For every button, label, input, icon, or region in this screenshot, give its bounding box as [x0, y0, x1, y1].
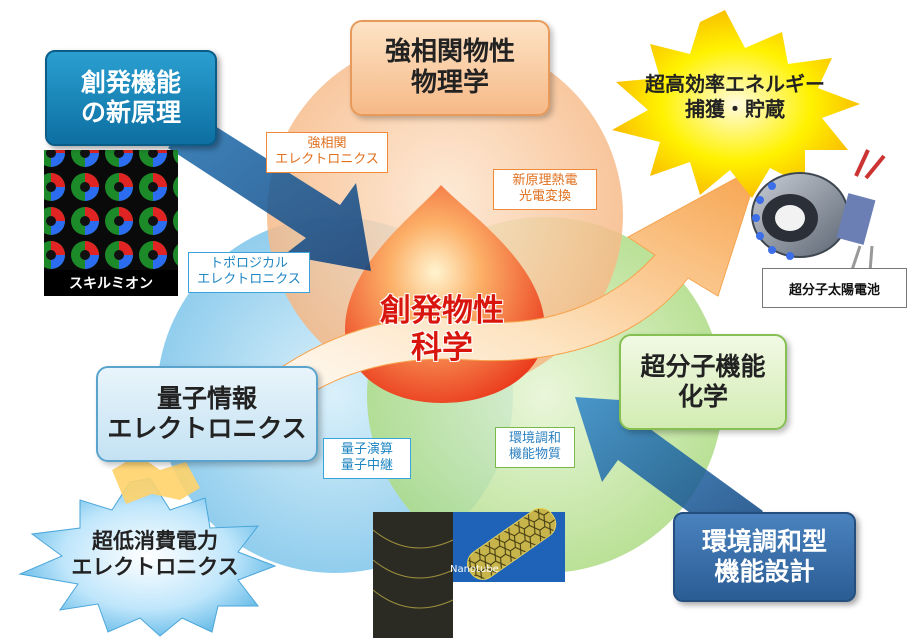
box-emergent-function-principle: 創発機能 の新原理 — [45, 50, 217, 146]
tag-strong-corr-line2: エレクトロニクス — [275, 152, 379, 168]
nanotube-mesh — [372, 529, 454, 609]
nanotube-tube — [467, 507, 557, 580]
solar-cell-graphic — [751, 149, 886, 273]
tag-strong-correlation-electronics: 強相関 エレクトロニクス — [266, 132, 388, 173]
tag-thermoelectric-conversion: 新原理熱電 光電変換 — [493, 169, 597, 210]
box-top-line2: 物理学 — [410, 68, 489, 98]
energy-burst-text: 超高効率エネルギー 捕獲・貯蔵 — [615, 72, 855, 122]
tag-eco-line2: 機能物質 — [508, 447, 561, 463]
box-top-left-line2: の新原理 — [80, 98, 181, 127]
box-right-line2: 化学 — [677, 382, 728, 411]
center-title-line2: 科学 — [411, 330, 473, 366]
arrow-top-left — [168, 114, 371, 271]
box-strongly-correlated-physics: 強相関物性 物理学 — [350, 20, 550, 116]
tag-topological-line1: トポロジカル — [209, 256, 288, 271]
solar-cell-caption: 超分子太陽電池 — [762, 268, 907, 308]
box-bottom-right-line1: 環境調和型 — [701, 527, 827, 556]
box-quantum-information-electronics: 量子情報 エレクトロニクス — [96, 366, 318, 462]
tag-thermo-line1: 新原理熱電 — [512, 173, 578, 188]
low-power-burst-line1: 超低消費電力 — [92, 529, 218, 553]
tag-strong-corr-line1: 強相関 — [307, 136, 347, 151]
energy-burst-line2: 捕獲・貯蔵 — [685, 97, 785, 121]
tag-quantum-line1: 量子演算 — [340, 442, 393, 457]
tag-thermo-line2: 光電変換 — [518, 189, 571, 205]
arrow-bottom-right — [575, 397, 763, 546]
box-eco-function-design: 環境調和型 機能設計 — [673, 512, 856, 602]
tag-quantum-computing: 量子演算 量子中継 — [323, 438, 411, 479]
box-bottom-right-line2: 機能設計 — [714, 557, 815, 586]
flow-arrow — [244, 163, 761, 421]
tag-topological-line2: エレクトロニクス — [197, 272, 301, 288]
low-power-burst-line2: エレクトロニクス — [71, 555, 239, 580]
box-supramolecular-chemistry: 超分子機能 化学 — [619, 334, 787, 430]
box-right-line1: 超分子機能 — [640, 352, 766, 381]
nanotube-caption: Nanotube — [450, 564, 499, 575]
tag-eco-materials: 環境調和 機能物質 — [495, 427, 575, 468]
skyrmion-caption: スキルミオン — [44, 270, 178, 296]
tag-topological-electronics: トポロジカル エレクトロニクス — [188, 252, 310, 293]
tag-quantum-line2: 量子中継 — [340, 458, 393, 474]
center-title-line1: 創発物性 — [380, 292, 504, 329]
box-left-line1: 量子情報 — [156, 384, 257, 413]
energy-burst-line1: 超高効率エネルギー — [645, 72, 825, 96]
box-top-left-line1: 創発機能 — [80, 68, 181, 97]
link-burst — [112, 455, 200, 504]
low-power-burst — [18, 477, 277, 637]
low-power-burst-text: 超低消費電力 エレクトロニクス — [60, 528, 250, 581]
box-top-line1: 強相関物性 — [384, 36, 515, 67]
tag-eco-line1: 環境調和 — [508, 431, 561, 446]
energy-burst — [612, 10, 860, 198]
box-left-line2: エレクトロニクス — [107, 414, 307, 443]
center-title: 創発物性 科学 — [352, 275, 532, 385]
